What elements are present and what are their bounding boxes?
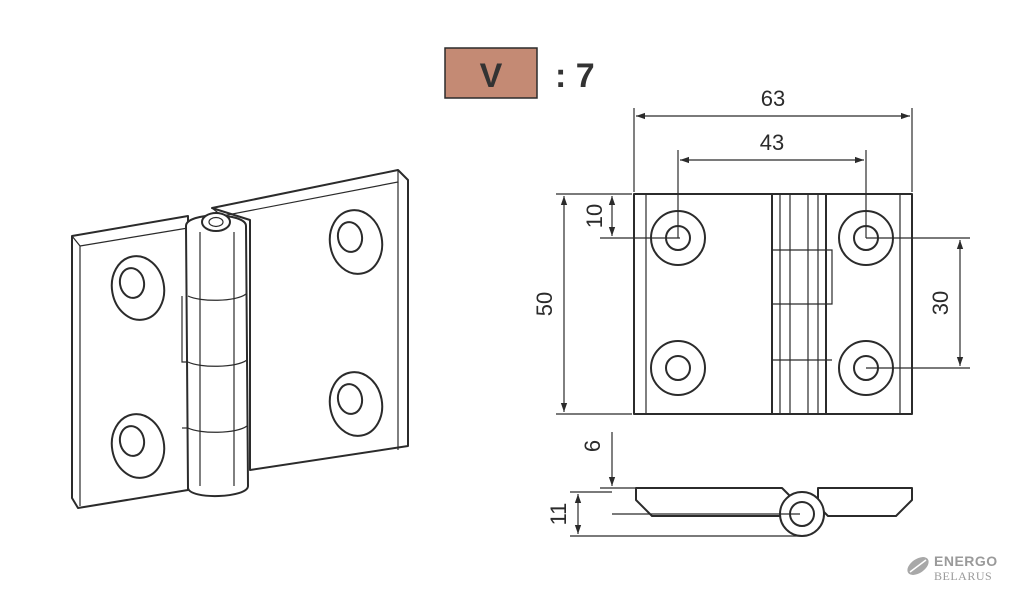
badge-ratio: : 7: [555, 57, 595, 95]
dim-label-63: 63: [761, 86, 785, 111]
hinge-front-view: [633, 193, 913, 415]
dimension-6: 6: [580, 432, 636, 489]
front-hole-bottom-left: [650, 340, 706, 396]
iso-hole-left-bottom: [110, 413, 166, 479]
iso-hole-left-top: [110, 255, 166, 321]
dimension-63: 63: [633, 86, 913, 192]
dimension-43: 43: [677, 130, 867, 238]
hinge-knuckle: [185, 214, 249, 497]
iso-hole-right-top: [328, 209, 384, 275]
badge-letter: V: [480, 57, 503, 95]
dim-label-50: 50: [532, 292, 557, 316]
logo-line2: BELARUS: [934, 569, 992, 583]
dim-label-43: 43: [760, 130, 784, 155]
left-leaf: [71, 215, 189, 509]
dimension-30: 30: [866, 237, 970, 369]
badge-box: [444, 47, 538, 99]
hinge-isometric-view: [71, 169, 409, 509]
dimension-50: 50: [532, 193, 632, 415]
dim-label-6: 6: [580, 440, 605, 452]
dim-label-30: 30: [928, 291, 953, 315]
energo-belarus-logo: ENERGO BELARUS: [907, 553, 998, 583]
dimension-11: 11: [546, 491, 802, 537]
iso-hole-right-bottom: [328, 371, 384, 437]
dim-label-11: 11: [546, 503, 571, 526]
leaf-icon: [907, 557, 929, 575]
logo-line1: ENERGO: [934, 553, 998, 569]
dim-label-10: 10: [582, 204, 607, 228]
dimension-10: 10: [582, 196, 680, 239]
hinge-side-view: [635, 487, 913, 537]
material-badge: V : 7: [444, 47, 595, 99]
pin-top: [201, 212, 231, 232]
